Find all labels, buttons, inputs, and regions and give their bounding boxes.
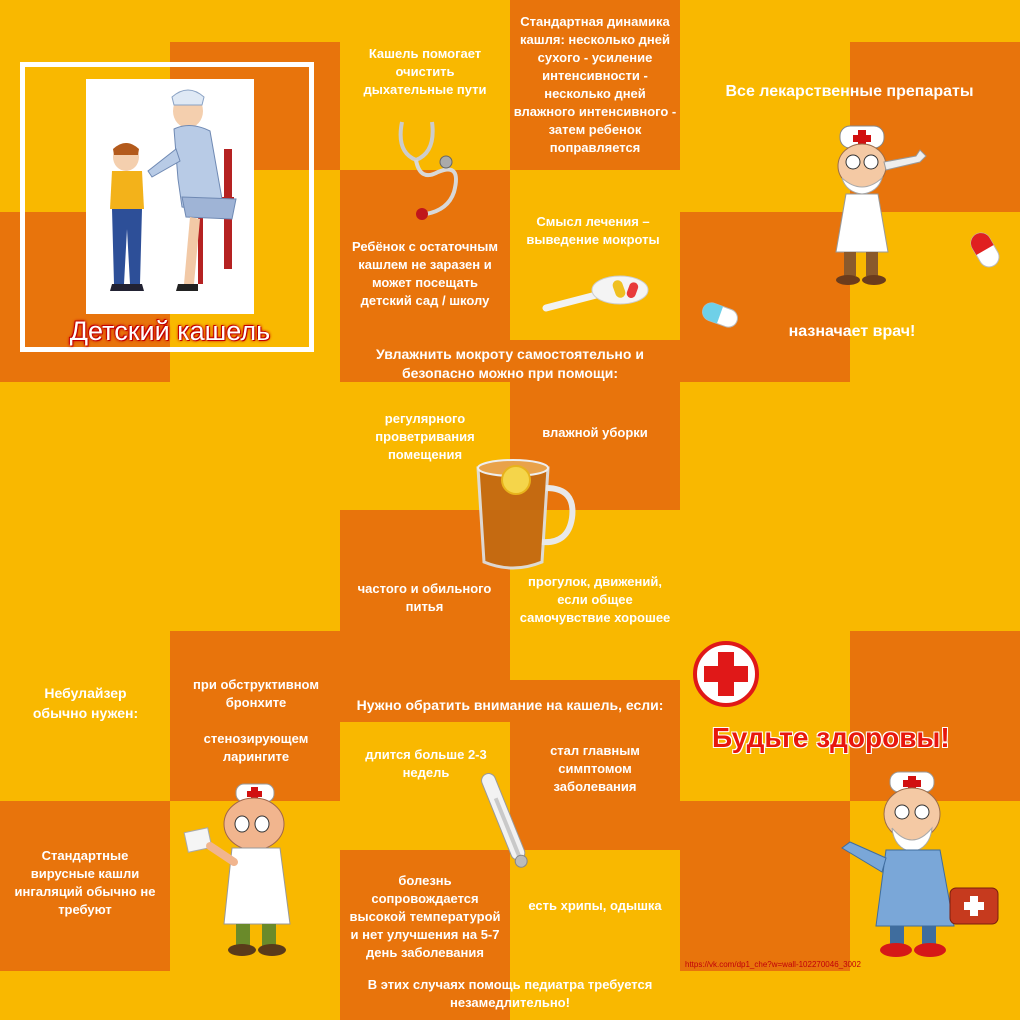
nebulizer-text: Небулайзер обычно нужен:	[32, 685, 139, 721]
ventilation-text: регулярного проветривания помещения	[375, 411, 475, 462]
lasts-long-text: длится больше 2-3 недель	[365, 747, 487, 780]
high-fever-text: болезнь сопровождается высокой температу…	[349, 873, 501, 960]
title-frame	[20, 62, 314, 352]
cough-dynamics-text: Стандартная динамика кашля: несколько дн…	[513, 14, 677, 155]
thermometer-icon	[481, 773, 528, 868]
bg-tile	[510, 0, 680, 170]
bg-tile	[340, 850, 510, 1020]
residual-cough-text: Ребёнок с остаточным кашлем не заразен и…	[352, 239, 498, 308]
urgent-help-text: В этих случаях помощь педиатра требуется…	[367, 977, 653, 1010]
source-credit[interactable]: https://vk.com/dp1_che?w=wall-102270046_…	[685, 960, 861, 969]
bg-tile	[680, 212, 850, 382]
bg-tile	[680, 801, 850, 971]
bg-tile	[340, 170, 510, 340]
tea-cup-icon	[476, 459, 576, 570]
obstructive-bronchitis-text: при обструктивном бронхите	[193, 677, 319, 710]
attention-heading: Нужно обратить внимание на кашель, если:	[356, 697, 664, 713]
drinking-text: частого и обильного питья	[357, 581, 492, 614]
spoon-icon	[542, 275, 649, 312]
stethoscope-icon	[398, 121, 458, 220]
walks-text: прогулок, движений, если общее самочувст…	[519, 574, 671, 625]
capsule-icon	[702, 302, 738, 328]
treatment-meaning-text: Смысл лечения – выведение мокроты	[526, 214, 660, 247]
page-title: Детский кашель	[69, 316, 271, 346]
doctor-top-illustration	[835, 125, 927, 285]
wet-cleaning-text: влажной уборки	[542, 425, 648, 440]
wheezing-text: есть хрипы, одышка	[528, 898, 662, 913]
bg-tile	[170, 631, 340, 801]
cough-helps-text: Кашель помогает очистить дыхательные пут…	[363, 46, 487, 97]
farewell-text: Будьте здоровы!	[712, 722, 950, 753]
nurse-child-photo	[86, 79, 254, 314]
bg-tile	[510, 722, 680, 850]
red-cross-icon	[693, 641, 759, 707]
pill-icon	[970, 232, 1000, 268]
bg-tile	[850, 631, 1020, 801]
bg-tile	[0, 801, 170, 971]
all-medicines-text: Все лекарственные препараты	[725, 83, 974, 100]
prescribed-by-doctor-text: назначает врач!	[788, 323, 916, 340]
doctor-bottom-right-illustration	[841, 771, 999, 957]
moisten-heading: Увлажнить мокроту самостоятельно и безоп…	[376, 346, 644, 381]
bg-tile	[340, 680, 680, 722]
bg-tile	[340, 340, 680, 382]
main-symptom-text: стал главным симптомом заболевания	[550, 743, 640, 794]
nurse-child-illustration	[86, 79, 254, 314]
stenosing-laryngitis-text: стенозирующем ларингите	[203, 731, 309, 764]
doctor-bottom-left-illustration	[183, 783, 291, 956]
standard-viral-text: Стандартные вирусные кашли ингаляций обы…	[14, 848, 156, 917]
